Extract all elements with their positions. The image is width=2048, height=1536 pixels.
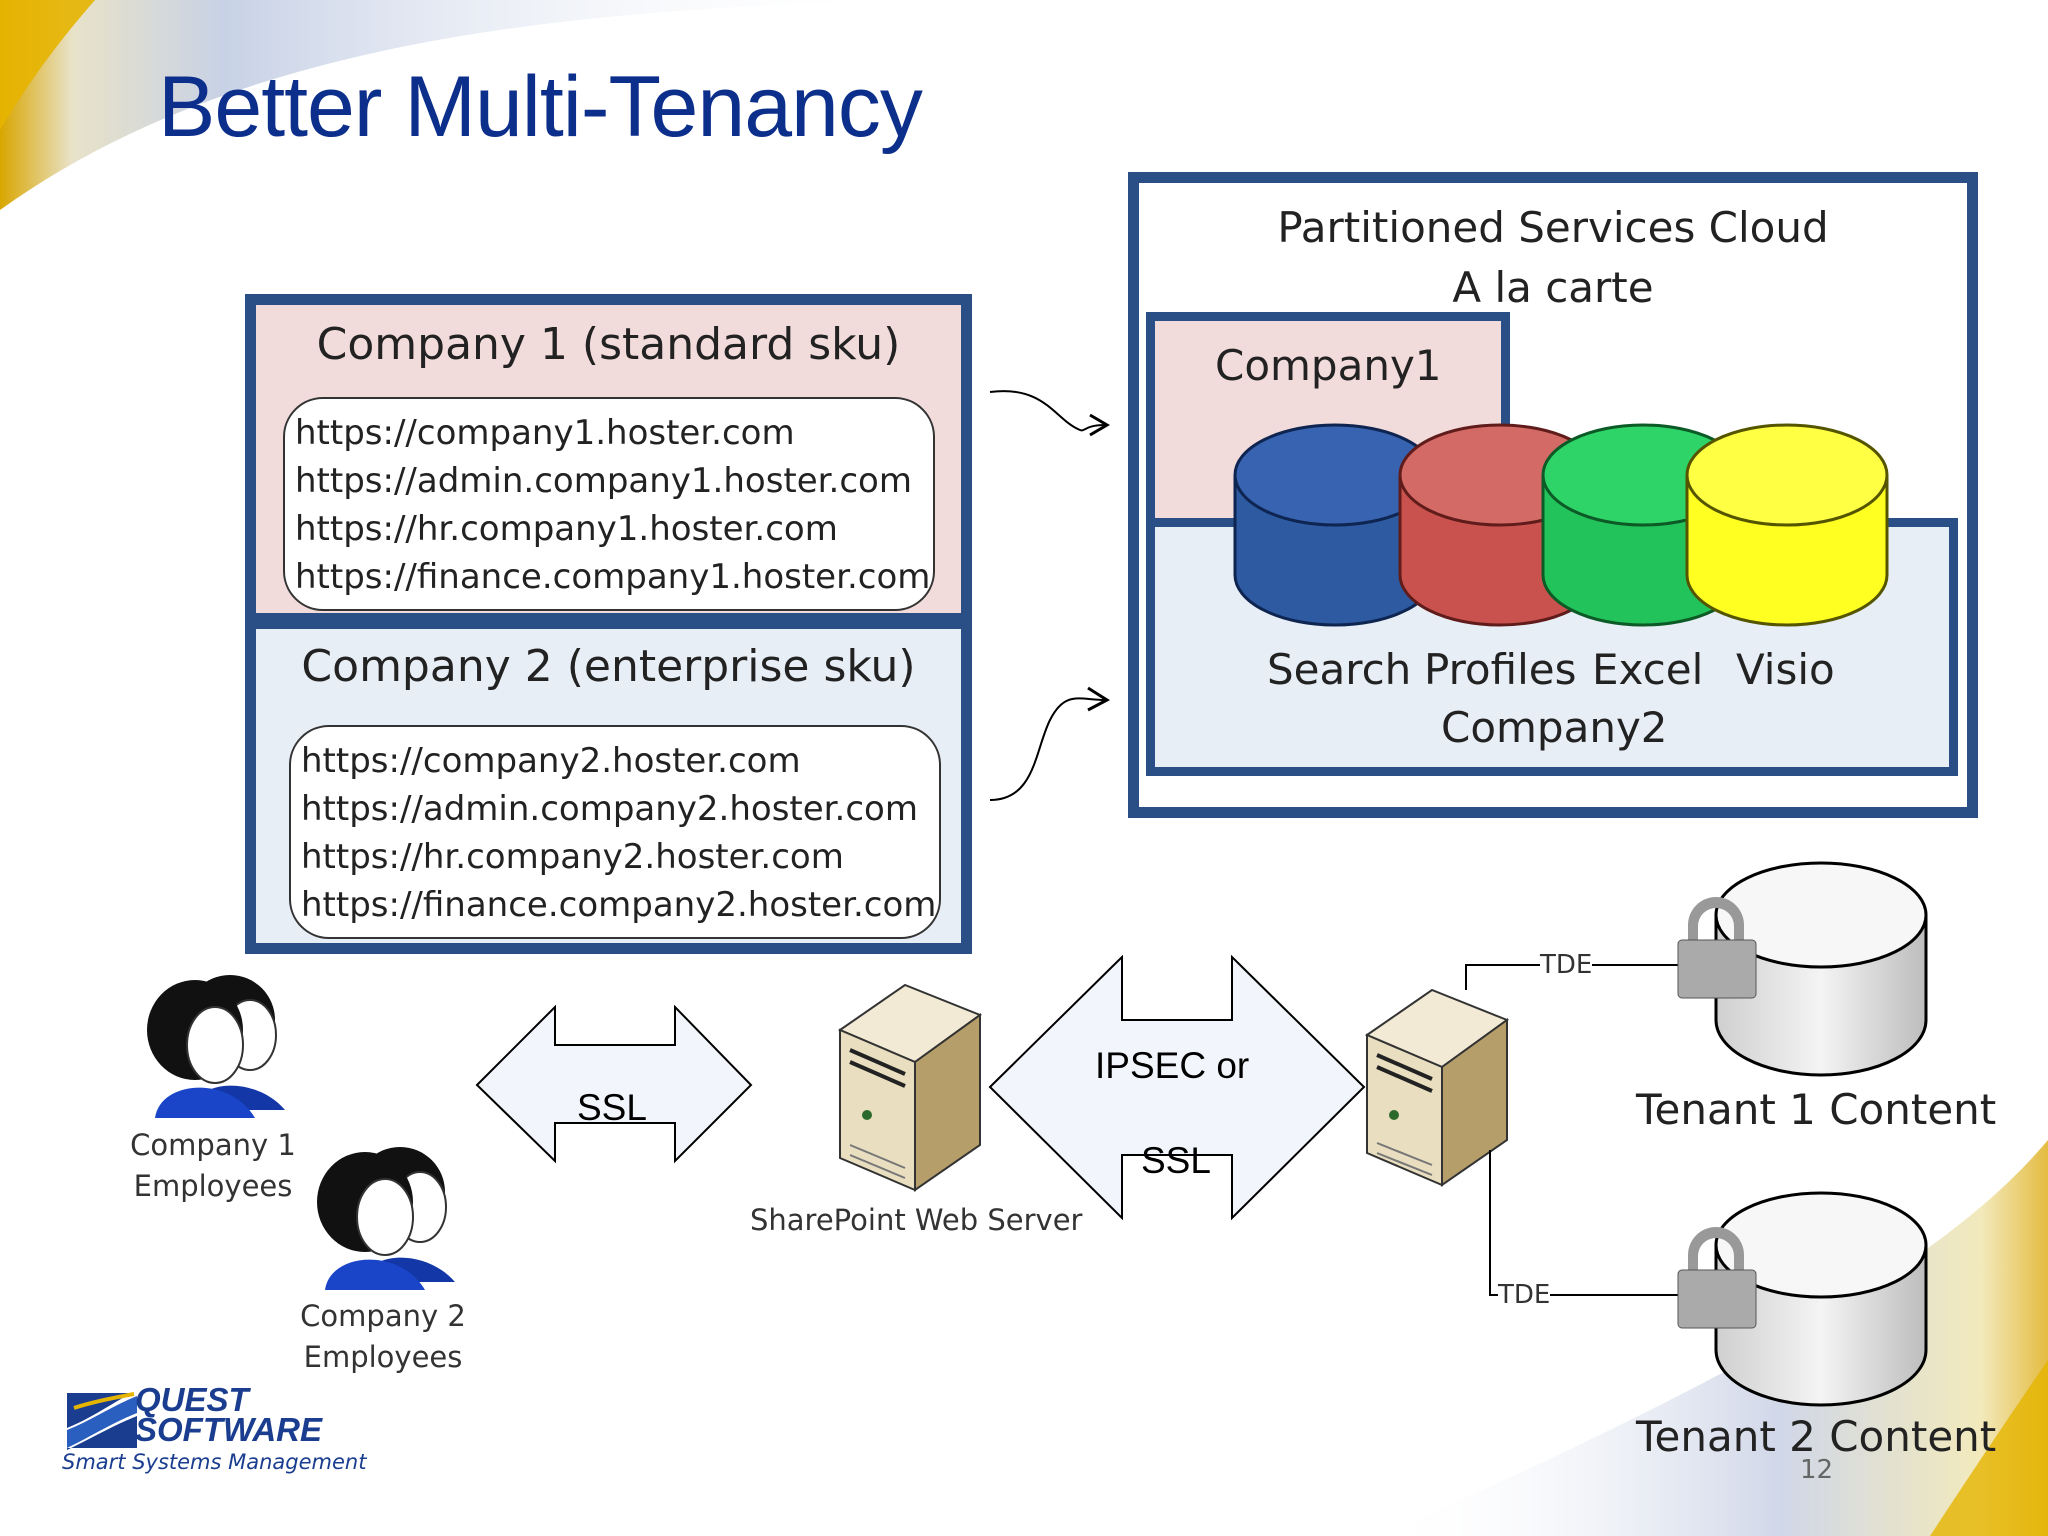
search-database-icon (1233, 423, 1437, 627)
ssl-label: SSL (577, 1087, 647, 1128)
tenant2-database-icon (1677, 1191, 1928, 1407)
ipsec-ssl-label: SSL (1141, 1140, 1211, 1181)
quest-logo-icon (67, 1392, 137, 1450)
visio-database-icon (1685, 423, 1889, 627)
company1-partition-label: Company1 (1215, 341, 1442, 390)
url-item: https://finance.company2.hoster.com (301, 885, 937, 925)
url-item: https://admin.company2.hoster.com (301, 789, 918, 829)
url-item: https://hr.company2.hoster.com (301, 837, 844, 877)
company1-box: Company 1 (standard sku) https://company… (245, 294, 972, 624)
tenant1-label: Tenant 1 Content (1636, 1085, 1997, 1134)
url-item: https://company1.hoster.com (295, 413, 795, 453)
company2-box: Company 2 (enterprise sku) https://compa… (245, 618, 972, 954)
company2-partition-label: Company2 (1441, 703, 1668, 752)
company1-employees-label: Company 1 Employees (130, 1128, 296, 1203)
company1-employees-icon (147, 975, 285, 1118)
url-item: https://admin.company1.hoster.com (295, 461, 912, 501)
cloud-title-line1: Partitioned Services Cloud (1277, 203, 1829, 252)
web-server-label: SharePoint Web Server (750, 1203, 1083, 1237)
service-label-excel: Excel (1592, 645, 1704, 694)
ssl-double-arrow (475, 1005, 753, 1164)
quest-logo-tagline: Smart Systems Management (62, 1450, 367, 1474)
tenant1-database-icon (1677, 861, 1928, 1077)
routing-arrows (989, 390, 1110, 801)
tde-label-2: TDE (1498, 1280, 1551, 1310)
slide-title: Better Multi-Tenancy (158, 59, 923, 155)
url-item: https://hr.company1.hoster.com (295, 509, 838, 549)
database-server-icon (1364, 988, 1510, 1187)
service-databases (1233, 423, 1889, 627)
service-label-search: Search (1267, 645, 1412, 694)
company2-employees-icon (317, 1147, 455, 1290)
tde-connectors (1465, 964, 1680, 1296)
company1-url-list: https://company1.hoster.com https://admi… (283, 397, 935, 611)
service-label-visio: Visio (1736, 645, 1835, 694)
web-server-icon (837, 983, 983, 1192)
tenant2-label: Tenant 2 Content (1636, 1412, 1997, 1461)
ipsec-label: IPSEC or (1095, 1045, 1250, 1086)
cloud-title-line2: A la carte (1452, 263, 1654, 312)
quest-logo-text: QUEST SOFTWARE (135, 1381, 322, 1448)
service-label-profiles: Profiles (1424, 645, 1577, 694)
ipsec-double-arrow (988, 955, 1366, 1220)
page-number: 12 (1800, 1455, 1834, 1485)
tde-label-1: TDE (1540, 950, 1593, 980)
url-item: https://company2.hoster.com (301, 741, 801, 781)
company2-heading: Company 2 (enterprise sku) (301, 641, 916, 692)
company1-heading: Company 1 (standard sku) (316, 319, 901, 370)
company2-employees-label: Company 2 Employees (300, 1299, 466, 1374)
url-item: https://finance.company1.hoster.com (295, 557, 931, 597)
company2-url-list: https://company2.hoster.com https://admi… (289, 725, 941, 939)
